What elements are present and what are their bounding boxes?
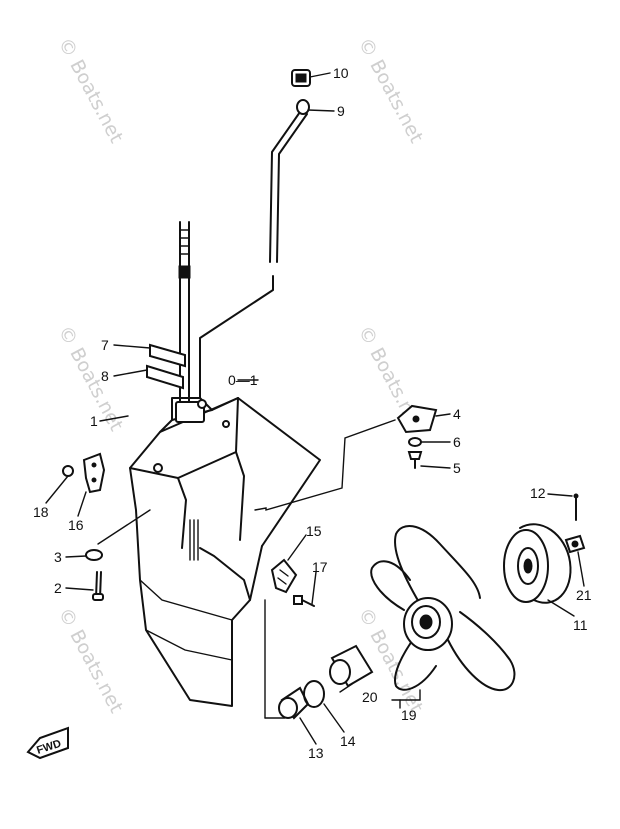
washer-3-part: [85, 549, 103, 561]
callout-12: 12: [530, 485, 546, 501]
nut-18-part: [62, 465, 74, 477]
spacer-20-part: [329, 644, 374, 688]
callout-7: 7: [101, 337, 109, 353]
plate-7-part: [149, 343, 186, 368]
washer-6-part: [408, 437, 422, 447]
callout-17: 17: [312, 559, 328, 575]
callout-11: 11: [573, 617, 588, 633]
lower-casing-part: [129, 397, 321, 707]
callout-21: 21: [576, 587, 592, 603]
shift-rod-part: [199, 69, 311, 399]
callout-labels: 10 9 7 8 0—1 1 4 6 5 18 16 12 21 11 15 1…: [33, 65, 592, 761]
callout-10: 10: [333, 65, 349, 81]
watermark-top-left: © Boats.net: [54, 34, 128, 147]
o-ring-14-part: [303, 680, 325, 708]
callout-5: 5: [453, 460, 461, 476]
callout-9: 9: [337, 103, 345, 119]
dashed-guide-lines: [97, 419, 396, 719]
plate-8-part: [146, 364, 184, 390]
callout-0-1: 0—1: [228, 372, 258, 388]
callout-18: 18: [33, 504, 49, 520]
callout-2: 2: [54, 580, 62, 596]
bolt-5-part: [407, 451, 423, 469]
bolt-2-part: [92, 571, 104, 601]
callout-13: 13: [308, 745, 324, 761]
fwd-direction-badge: FWD: [26, 726, 69, 760]
callout-1: 1: [90, 413, 98, 429]
callout-19: 19: [401, 707, 417, 723]
nut-21-part: [564, 534, 586, 554]
callout-20: 20: [362, 689, 378, 705]
watermark-top-right: © Boats.net: [354, 34, 428, 147]
clip-16-part: [82, 452, 106, 494]
trim-tab-15-part: [270, 558, 298, 594]
anode-plate-4-part: [396, 404, 438, 434]
callout-4: 4: [453, 406, 461, 422]
callout-3: 3: [54, 549, 62, 565]
callout-15: 15: [306, 523, 322, 539]
watermark-bottom-left: © Boats.net: [54, 604, 128, 717]
washer-11-part: [503, 523, 572, 604]
callout-6: 6: [453, 434, 461, 450]
bolt-17-part: [293, 595, 315, 607]
callout-leaders: [45, 72, 585, 745]
cotter-pin-12-part: [573, 493, 579, 521]
callout-14: 14: [340, 733, 356, 749]
callout-16: 16: [68, 517, 84, 533]
callout-8: 8: [101, 368, 109, 384]
propeller-19-part: [370, 525, 516, 692]
